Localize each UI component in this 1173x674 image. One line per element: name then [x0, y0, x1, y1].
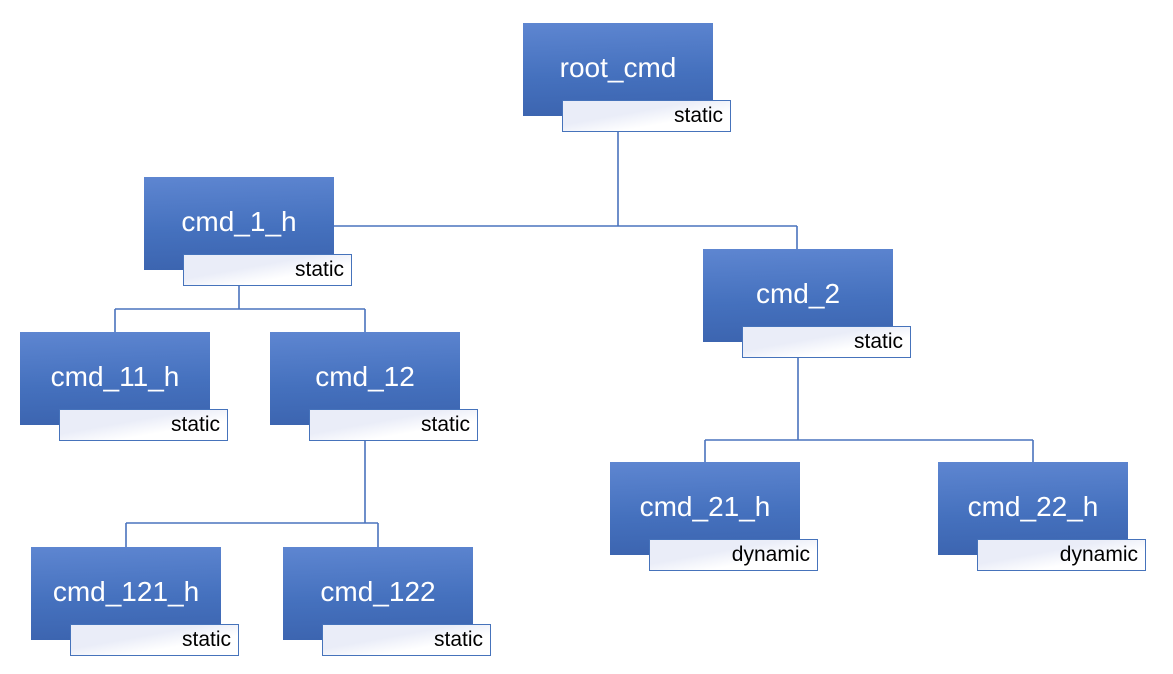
node-tag-box[interactable]: static: [70, 624, 239, 656]
node-title: root_cmd: [559, 52, 677, 83]
node-tag-box[interactable]: static: [562, 100, 731, 132]
node-title: cmd_121_h: [52, 576, 200, 607]
node-tag: dynamic: [731, 543, 810, 566]
node-tag: static: [433, 628, 483, 651]
node-title: cmd_11_h: [50, 361, 180, 392]
connector-cmd2-children: [704, 342, 1034, 462]
node-cmd_11_h[interactable]: cmd_11_h static: [20, 332, 248, 444]
node-tag-box[interactable]: static: [309, 409, 478, 441]
node-tag-box[interactable]: static: [322, 624, 491, 656]
node-tag-box[interactable]: static: [59, 409, 228, 441]
node-title: cmd_2: [755, 278, 841, 309]
node-tag: static: [294, 258, 344, 281]
connector-root-children: [334, 116, 798, 249]
node-title: cmd_1_h: [181, 206, 297, 237]
node-title: cmd_21_h: [639, 491, 771, 522]
node-cmd_21_h[interactable]: cmd_21_h dynamic: [610, 462, 838, 574]
node-cmd_12[interactable]: cmd_12 static: [270, 332, 498, 444]
connector-cmd1-children: [114, 270, 366, 332]
connector-cmd12-children: [125, 425, 379, 547]
node-tag-box[interactable]: static: [183, 254, 352, 286]
node-tag: static: [673, 104, 723, 127]
node-cmd_2[interactable]: cmd_2 static: [703, 249, 931, 361]
node-tag: static: [170, 413, 220, 436]
node-tag: static: [853, 330, 903, 353]
node-tag-box[interactable]: dynamic: [977, 539, 1146, 571]
node-tag-box[interactable]: static: [742, 326, 911, 358]
node-title: cmd_122: [320, 576, 436, 607]
node-tag-box[interactable]: dynamic: [649, 539, 818, 571]
node-cmd_22_h[interactable]: cmd_22_h dynamic: [938, 462, 1166, 574]
node-tag: static: [420, 413, 470, 436]
node-cmd_121_h[interactable]: cmd_121_h static: [31, 547, 259, 659]
node-cmd_1_h[interactable]: cmd_1_h static: [144, 177, 372, 289]
node-tag: static: [181, 628, 231, 651]
node-tag: dynamic: [1059, 543, 1138, 566]
node-title: cmd_22_h: [967, 491, 1099, 522]
node-root_cmd[interactable]: root_cmd static: [523, 23, 751, 135]
node-cmd_122[interactable]: cmd_122 static: [283, 547, 511, 659]
node-title: cmd_12: [315, 361, 415, 392]
